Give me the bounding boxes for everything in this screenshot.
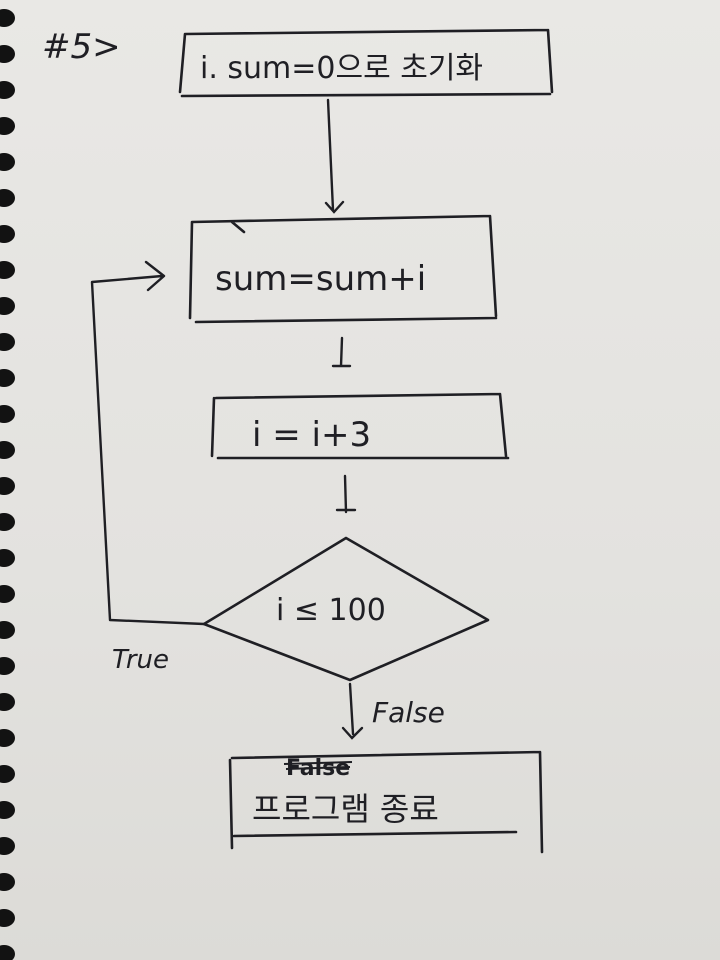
true-loop-arrow xyxy=(90,260,206,626)
binding-hole xyxy=(0,765,15,783)
binding-hole xyxy=(0,405,15,423)
init-step-text: i. sum=0으로 초기화 xyxy=(200,51,483,86)
binding-hole xyxy=(0,945,15,960)
binding-hole xyxy=(0,261,15,279)
init-box xyxy=(178,28,554,98)
end-box xyxy=(228,750,544,854)
binding-hole xyxy=(0,513,15,531)
false-edge-label: False xyxy=(372,696,445,729)
binding-hole xyxy=(0,657,15,675)
binding-hole xyxy=(0,729,15,747)
strikethrough-line xyxy=(283,761,353,770)
end-step-text: 프로그램 종료 xyxy=(252,790,439,828)
false-arrow xyxy=(341,682,364,740)
binding-hole xyxy=(0,297,15,315)
condition-diamond xyxy=(202,536,490,682)
binding-hole xyxy=(0,441,15,459)
binding-hole xyxy=(0,585,15,603)
binding-hole xyxy=(0,801,15,819)
binding-hole xyxy=(0,333,15,351)
arrow-increment-to-condition xyxy=(335,474,357,514)
condition-text: i ≤ 100 xyxy=(276,593,386,628)
binding-hole xyxy=(0,909,15,927)
binding-hole xyxy=(0,837,15,855)
arrow-accumulate-to-increment xyxy=(331,336,352,368)
binding-hole xyxy=(0,189,15,207)
arrow-init-to-accumulate xyxy=(324,98,345,214)
binding-hole xyxy=(0,81,15,99)
binding-hole xyxy=(0,549,15,567)
binding-hole xyxy=(0,693,15,711)
spiral-binding xyxy=(0,9,15,960)
binding-hole xyxy=(0,153,15,171)
binding-hole xyxy=(0,621,15,639)
increment-box xyxy=(210,392,510,460)
binding-hole xyxy=(0,369,15,387)
binding-hole xyxy=(0,117,15,135)
accumulate-box xyxy=(188,214,498,324)
binding-hole xyxy=(0,9,15,27)
page-label: #5> xyxy=(42,27,121,67)
increment-step-text: i = i+3 xyxy=(252,415,371,455)
binding-hole xyxy=(0,873,15,891)
binding-hole xyxy=(0,477,15,495)
accumulate-step-text: sum=sum+i xyxy=(215,259,426,299)
binding-hole xyxy=(0,225,15,243)
true-edge-label: True xyxy=(112,645,169,675)
binding-hole xyxy=(0,45,15,63)
